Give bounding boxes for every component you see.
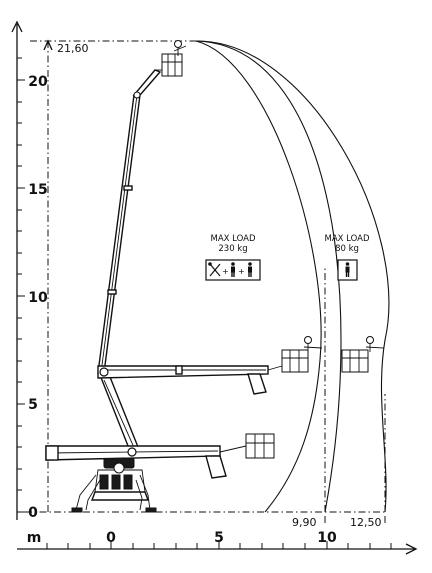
- reach-max-load-label: 9,90: [292, 516, 317, 529]
- basket-max-reach: [341, 336, 385, 373]
- y-tick-label-0: 0: [28, 505, 38, 521]
- y-tick-label-5: 5: [28, 397, 38, 413]
- load-zone-1-weight: 230 kg: [218, 244, 247, 254]
- x-tick-label-10: 10: [317, 530, 337, 546]
- boom-low-reach: [45, 445, 227, 479]
- y-axis-arrow-icon: [11, 20, 23, 33]
- y-tick-label-20: 20: [28, 74, 48, 90]
- base-and-outriggers: [71, 457, 157, 513]
- load-zone-1-title: MAX LOAD: [210, 234, 255, 244]
- boom-max-height: [97, 69, 162, 374]
- x-tick-label-5: 5: [214, 530, 224, 546]
- boom-mid-reach: [97, 365, 269, 395]
- axes: [11, 20, 418, 555]
- working-envelope: [195, 40, 390, 513]
- turret: [99, 368, 141, 459]
- x-axis-arrow-icon: [405, 543, 418, 555]
- y-tick-label-10: 10: [28, 290, 48, 306]
- svg-text:+: +: [222, 267, 229, 276]
- basket-mid-reach: [267, 336, 323, 373]
- basket-low-reach: [219, 433, 275, 459]
- svg-text:+: +: [238, 267, 245, 276]
- aerial-platform-illustration: [45, 40, 385, 513]
- x-tick-label-0: 0: [106, 530, 116, 546]
- reach-light-load-label: 12,50: [350, 516, 382, 529]
- basket-max-height: [155, 40, 187, 77]
- unit-label: m: [27, 530, 42, 546]
- single-person-icon: [337, 259, 358, 281]
- load-zone-2-weight: 80 kg: [335, 244, 359, 254]
- tools-plus-two-persons-icon: + +: [205, 259, 261, 281]
- load-zone-2-title: MAX LOAD: [324, 234, 369, 244]
- y-tick-label-15: 15: [28, 182, 47, 198]
- max-height-label: 21,60: [57, 42, 89, 55]
